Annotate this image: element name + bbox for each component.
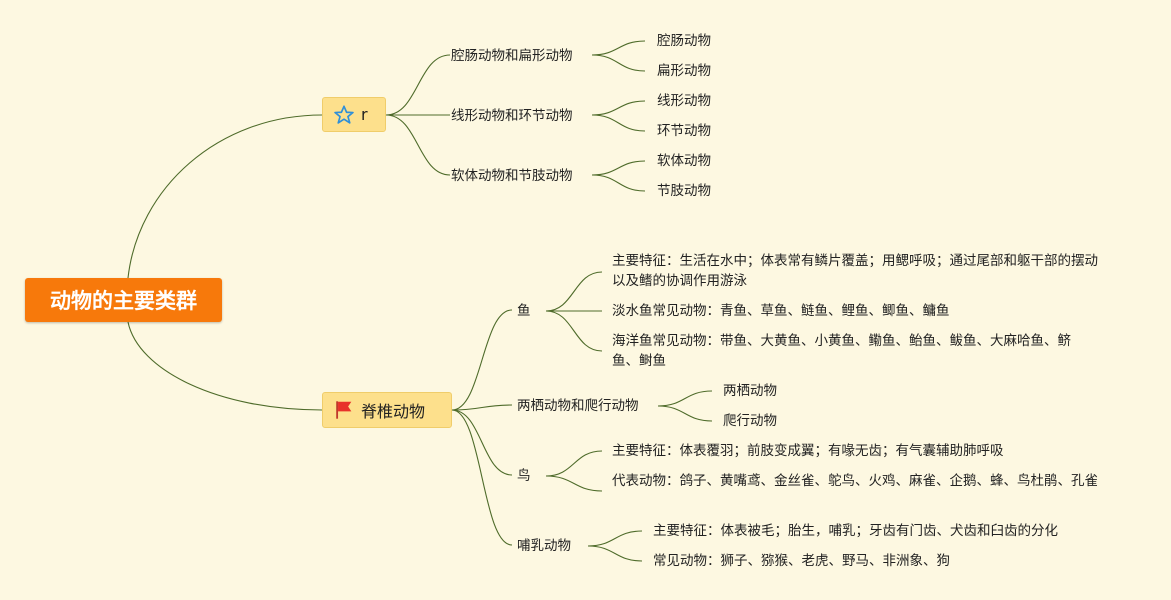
link-root-invertebrate — [127, 114, 323, 279]
link-invertebrate-group-2 — [385, 114, 451, 176]
root-title: 动物的主要类群 — [50, 289, 197, 313]
link-vertebrate-group-1 — [451, 404, 513, 411]
leaf-mammal-examples[interactable]: 常见动物：狮子、猕猴、老虎、野马、非洲象、狗 — [653, 553, 950, 569]
link-fish-leaf-0 — [545, 271, 603, 312]
link-amphibian-leaf-0 — [657, 390, 713, 407]
link-vertebrate-group-3 — [451, 409, 513, 546]
topic-amphibian-reptile[interactable]: 两栖动物和爬行动物 — [517, 398, 639, 414]
link-invertebrate-group-0 — [385, 54, 451, 116]
link-bird-leaf-1 — [545, 475, 603, 492]
leaf-annelid[interactable]: 环节动物 — [657, 123, 711, 139]
link-root-vertebrate — [127, 321, 323, 411]
topic-nematode-annelid[interactable]: 线形动物和环节动物 — [451, 108, 573, 124]
red-flag-icon — [333, 399, 355, 421]
root-topic[interactable]: 动物的主要类群 — [25, 278, 222, 322]
link-group-1-leaf-1 — [591, 114, 646, 132]
link-group-2-leaf-1 — [591, 174, 646, 192]
leaf-arthropod[interactable]: 节肢动物 — [657, 183, 711, 199]
leaf-mammal-features[interactable]: 主要特征：体表被毛；胎生，哺乳；牙齿有门齿、犬齿和臼齿的分化 — [653, 523, 1058, 539]
link-fish-leaf-2 — [545, 310, 603, 352]
leaf-reptile[interactable]: 爬行动物 — [723, 413, 777, 429]
leaf-bird-examples[interactable]: 代表动物：鸽子、黄嘴鸢、金丝雀、鸵鸟、火鸡、麻雀、企鹅、蜂、鸟杜鹃、孔雀 — [612, 473, 1098, 489]
branch-vertebrate[interactable]: 脊椎动物 — [322, 392, 452, 428]
link-group-2-leaf-0 — [591, 160, 646, 176]
topic-bird[interactable]: 鸟 — [517, 468, 531, 484]
leaf-marine-fish[interactable]: 海洋鱼常见动物：带鱼、大黄鱼、小黄鱼、鳓鱼、鲐鱼、鲅鱼、大麻哈鱼、鲚鱼、鲥鱼 — [612, 333, 1071, 369]
leaf-flatworm[interactable]: 扁形动物 — [657, 63, 711, 79]
link-bird-leaf-0 — [545, 450, 603, 477]
leaf-amphibian[interactable]: 两栖动物 — [723, 383, 777, 399]
leaf-coelenterate[interactable]: 腔肠动物 — [657, 33, 711, 49]
star-outline-icon — [333, 104, 355, 126]
leaf-nematode[interactable]: 线形动物 — [657, 93, 711, 109]
link-mammal-leaf-0 — [587, 530, 643, 547]
topic-coelenterate-flatworm[interactable]: 腔肠动物和扁形动物 — [451, 48, 573, 64]
link-vertebrate-group-2 — [451, 409, 513, 476]
topic-fish[interactable]: 鱼 — [517, 303, 531, 319]
topic-mammal[interactable]: 哺乳动物 — [517, 538, 571, 554]
leaf-mollusk[interactable]: 软体动物 — [657, 153, 711, 169]
link-mammal-leaf-1 — [587, 545, 643, 562]
leaf-fish-features[interactable]: 主要特征：生活在水中；体表常有鳞片覆盖；用鳃呼吸；通过尾部和躯干部的摆动以及鳍的… — [612, 253, 1098, 289]
branch-label: 脊椎动物 — [361, 402, 426, 421]
branch-invertebrate[interactable]: r — [322, 97, 386, 132]
link-group-0-leaf-1 — [591, 54, 646, 72]
link-group-1-leaf-0 — [591, 100, 646, 116]
link-amphibian-leaf-1 — [657, 405, 713, 422]
link-group-0-leaf-0 — [591, 40, 646, 56]
topic-mollusk-arthropod[interactable]: 软体动物和节肢动物 — [451, 168, 573, 184]
leaf-freshwater-fish[interactable]: 淡水鱼常见动物：青鱼、草鱼、鲢鱼、鲤鱼、鲫鱼、鳙鱼 — [612, 303, 950, 319]
link-vertebrate-group-0 — [451, 309, 513, 411]
leaf-bird-features[interactable]: 主要特征：体表覆羽；前肢变成翼；有喙无齿；有气囊辅助肺呼吸 — [612, 443, 1004, 459]
branch-label: r — [361, 105, 368, 124]
